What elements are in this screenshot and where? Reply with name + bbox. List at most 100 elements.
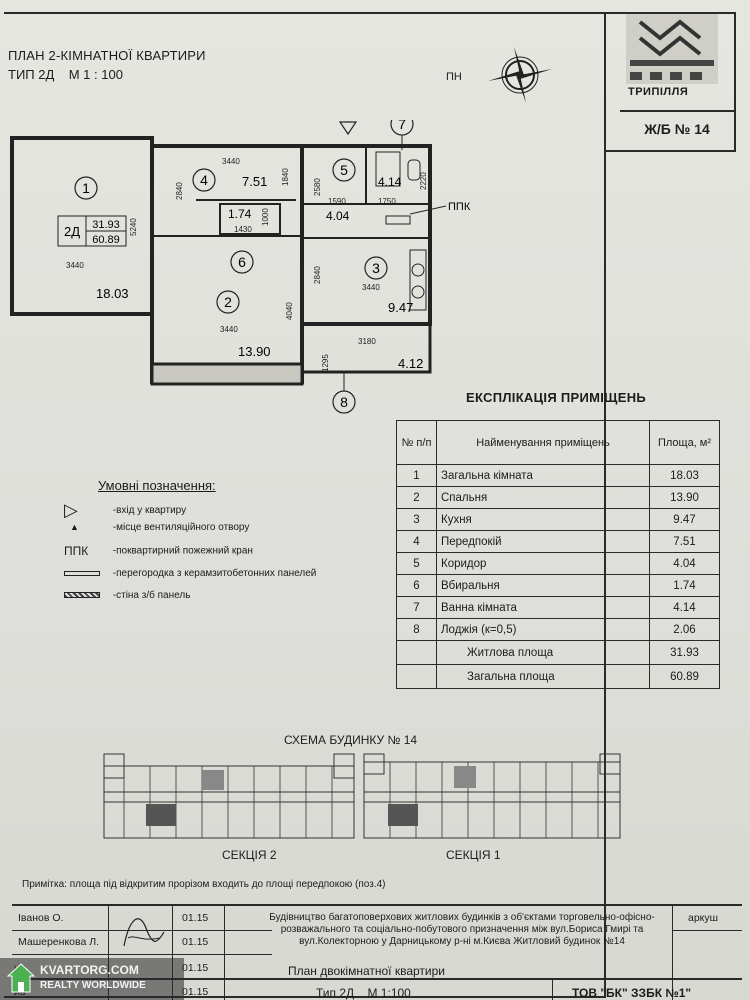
living-area-box: 31.93 bbox=[92, 219, 120, 231]
legend-item-ppk: ППК -поквартирний пожежний кран bbox=[64, 544, 253, 558]
dim-label: 3440 bbox=[362, 283, 380, 292]
stamp-date-1: 01.15 bbox=[182, 912, 209, 924]
dim-label: 1840 bbox=[281, 168, 290, 186]
house-logo-icon bbox=[6, 963, 36, 993]
table-row: 4 Передпокій 7.51 bbox=[396, 530, 720, 553]
total-area-value: 60.89 bbox=[649, 664, 720, 689]
table-row: 5 Коридор 4.04 bbox=[396, 552, 720, 575]
room-area-2: 13.90 bbox=[238, 344, 271, 359]
room-area-5: 4.04 bbox=[326, 209, 350, 223]
table-row: 1 Загальна кімната 18.03 bbox=[396, 464, 720, 487]
compass-label: ПН bbox=[446, 71, 462, 83]
row-area: 9.47 bbox=[649, 508, 720, 531]
legend-item-partition: -перегородка з керамзитобетонних панелей bbox=[64, 568, 316, 579]
room-number-1: 1 bbox=[82, 180, 90, 196]
sheet-label: аркуш bbox=[688, 912, 719, 924]
legend-item-entrance: ▷ -вхід у квартиру bbox=[64, 500, 186, 521]
stamp-person-1: Іванов О. bbox=[18, 912, 64, 924]
room-number-6: 6 bbox=[238, 254, 246, 270]
room-number-8: 8 bbox=[340, 394, 348, 410]
col-name-header: Найменування приміщень bbox=[436, 420, 650, 465]
partition-line-icon bbox=[64, 568, 110, 579]
room-number-5: 5 bbox=[340, 162, 348, 178]
ppk-symbol: ППК bbox=[64, 544, 89, 558]
room-area-1: 18.03 bbox=[96, 286, 129, 301]
row-name: Передпокій bbox=[436, 530, 650, 553]
legend-item-wall: -стіна з/б панель bbox=[64, 590, 190, 601]
living-area-label: Житлова площа bbox=[436, 640, 650, 665]
legend-text: -стіна з/б панель bbox=[112, 590, 191, 602]
explication-title: ЕКСПЛІКАЦІЯ ПРИМІЩЕНЬ bbox=[466, 390, 647, 405]
row-area: 7.51 bbox=[649, 530, 720, 553]
room-area-3: 9.47 bbox=[388, 300, 413, 315]
watermark-line-2: REALTY WORLDWIDE bbox=[40, 980, 146, 991]
title-block-frame bbox=[606, 12, 736, 152]
table-row: 2 Спальня 13.90 bbox=[396, 486, 720, 509]
row-no: 1 bbox=[396, 464, 437, 487]
total-area-row: Загальна площа 60.89 bbox=[396, 664, 720, 689]
floor-plan: 1 2 3 4 5 6 7 8 2Д 31.93 60.89 18.03 13.… bbox=[10, 120, 471, 414]
room-area-7: 4.14 bbox=[378, 175, 402, 189]
dim-label: 1295 bbox=[321, 354, 330, 372]
logo-caption: ТРИПІЛЛЯ bbox=[628, 86, 689, 98]
empty-cell bbox=[396, 664, 437, 689]
scheme-title: СХЕМА БУДИНКУ № 14 bbox=[284, 733, 418, 747]
row-no: 5 bbox=[396, 552, 437, 575]
building-scheme bbox=[103, 753, 621, 839]
legend-item-vent: ▲ -місце вентиляційного отвору bbox=[64, 522, 249, 533]
watermark-line-1: KVARTORG.COM bbox=[40, 963, 139, 977]
row-area: 1.74 bbox=[649, 574, 720, 597]
ppk-label: ППК bbox=[448, 201, 471, 213]
compass-rose-icon bbox=[488, 47, 552, 103]
living-area-value: 31.93 bbox=[649, 640, 720, 665]
table-row: 7 Ванна кімната 4.14 bbox=[396, 596, 720, 619]
dim-label: 3440 bbox=[222, 157, 240, 166]
plan-title: ПЛАН 2-КІМНАТНОЇ КВАРТИРИ bbox=[8, 48, 206, 63]
room-area-6: 1.74 bbox=[228, 207, 252, 221]
room-number-2: 2 bbox=[224, 294, 232, 310]
row-area: 18.03 bbox=[649, 464, 720, 487]
row-no: 6 bbox=[396, 574, 437, 597]
legend-text: -вхід у квартиру bbox=[112, 505, 187, 517]
row-no: 2 bbox=[396, 486, 437, 509]
room-area-8: 4.12 bbox=[398, 356, 423, 371]
row-name: Коридор bbox=[436, 552, 650, 575]
dim-label: 3440 bbox=[66, 261, 84, 270]
section-2-label: СЕКЦІЯ 2 bbox=[222, 848, 277, 862]
row-no: 4 bbox=[396, 530, 437, 553]
vent-triangle-icon: ▲ bbox=[70, 522, 79, 533]
dim-label: 1750 bbox=[378, 197, 396, 206]
stamp-date-4: 01.15 bbox=[182, 986, 209, 998]
dim-label: 2220 bbox=[419, 172, 428, 190]
room-area-4: 7.51 bbox=[242, 174, 267, 189]
dim-label: 2840 bbox=[313, 266, 322, 284]
row-area: 13.90 bbox=[649, 486, 720, 509]
row-name: Лоджія (к=0,5) bbox=[436, 618, 650, 641]
row-area: 2.06 bbox=[649, 618, 720, 641]
empty-cell bbox=[396, 640, 437, 665]
signature-icon bbox=[123, 918, 165, 947]
legend-title: Умовні позначення: bbox=[98, 478, 216, 493]
legend-text: -перегородка з керамзитобетонних панелей bbox=[112, 568, 317, 580]
col-no-header: № п/п bbox=[396, 420, 437, 465]
dim-label: 1590 bbox=[328, 197, 346, 206]
row-name: Вбиральня bbox=[436, 574, 650, 597]
dim-label: 5240 bbox=[129, 218, 138, 236]
living-area-row: Житлова площа 31.93 bbox=[396, 640, 720, 665]
stamp-block: Іванов О. Машеренкова Л. ив ив 01.15 01.… bbox=[12, 904, 742, 1000]
dim-label: 2840 bbox=[175, 182, 184, 200]
row-area: 4.04 bbox=[649, 552, 720, 575]
row-name: Загальна кімната bbox=[436, 464, 650, 487]
project-description: Будівництво багатоповерхових житлових бу… bbox=[269, 912, 655, 947]
total-area-label: Загальна площа bbox=[436, 664, 650, 689]
tripillia-logo-icon bbox=[626, 14, 718, 84]
dim-label: 3440 bbox=[220, 325, 238, 334]
legend-text: -місце вентиляційного отвору bbox=[112, 522, 250, 533]
room-number-3: 3 bbox=[372, 260, 380, 276]
stamp-date-2: 01.15 bbox=[182, 936, 209, 948]
total-area-box: 60.89 bbox=[92, 234, 120, 246]
table-row: 3 Кухня 9.47 bbox=[396, 508, 720, 531]
entrance-triangle-icon: ▷ bbox=[64, 500, 78, 520]
row-no: 8 bbox=[396, 618, 437, 641]
